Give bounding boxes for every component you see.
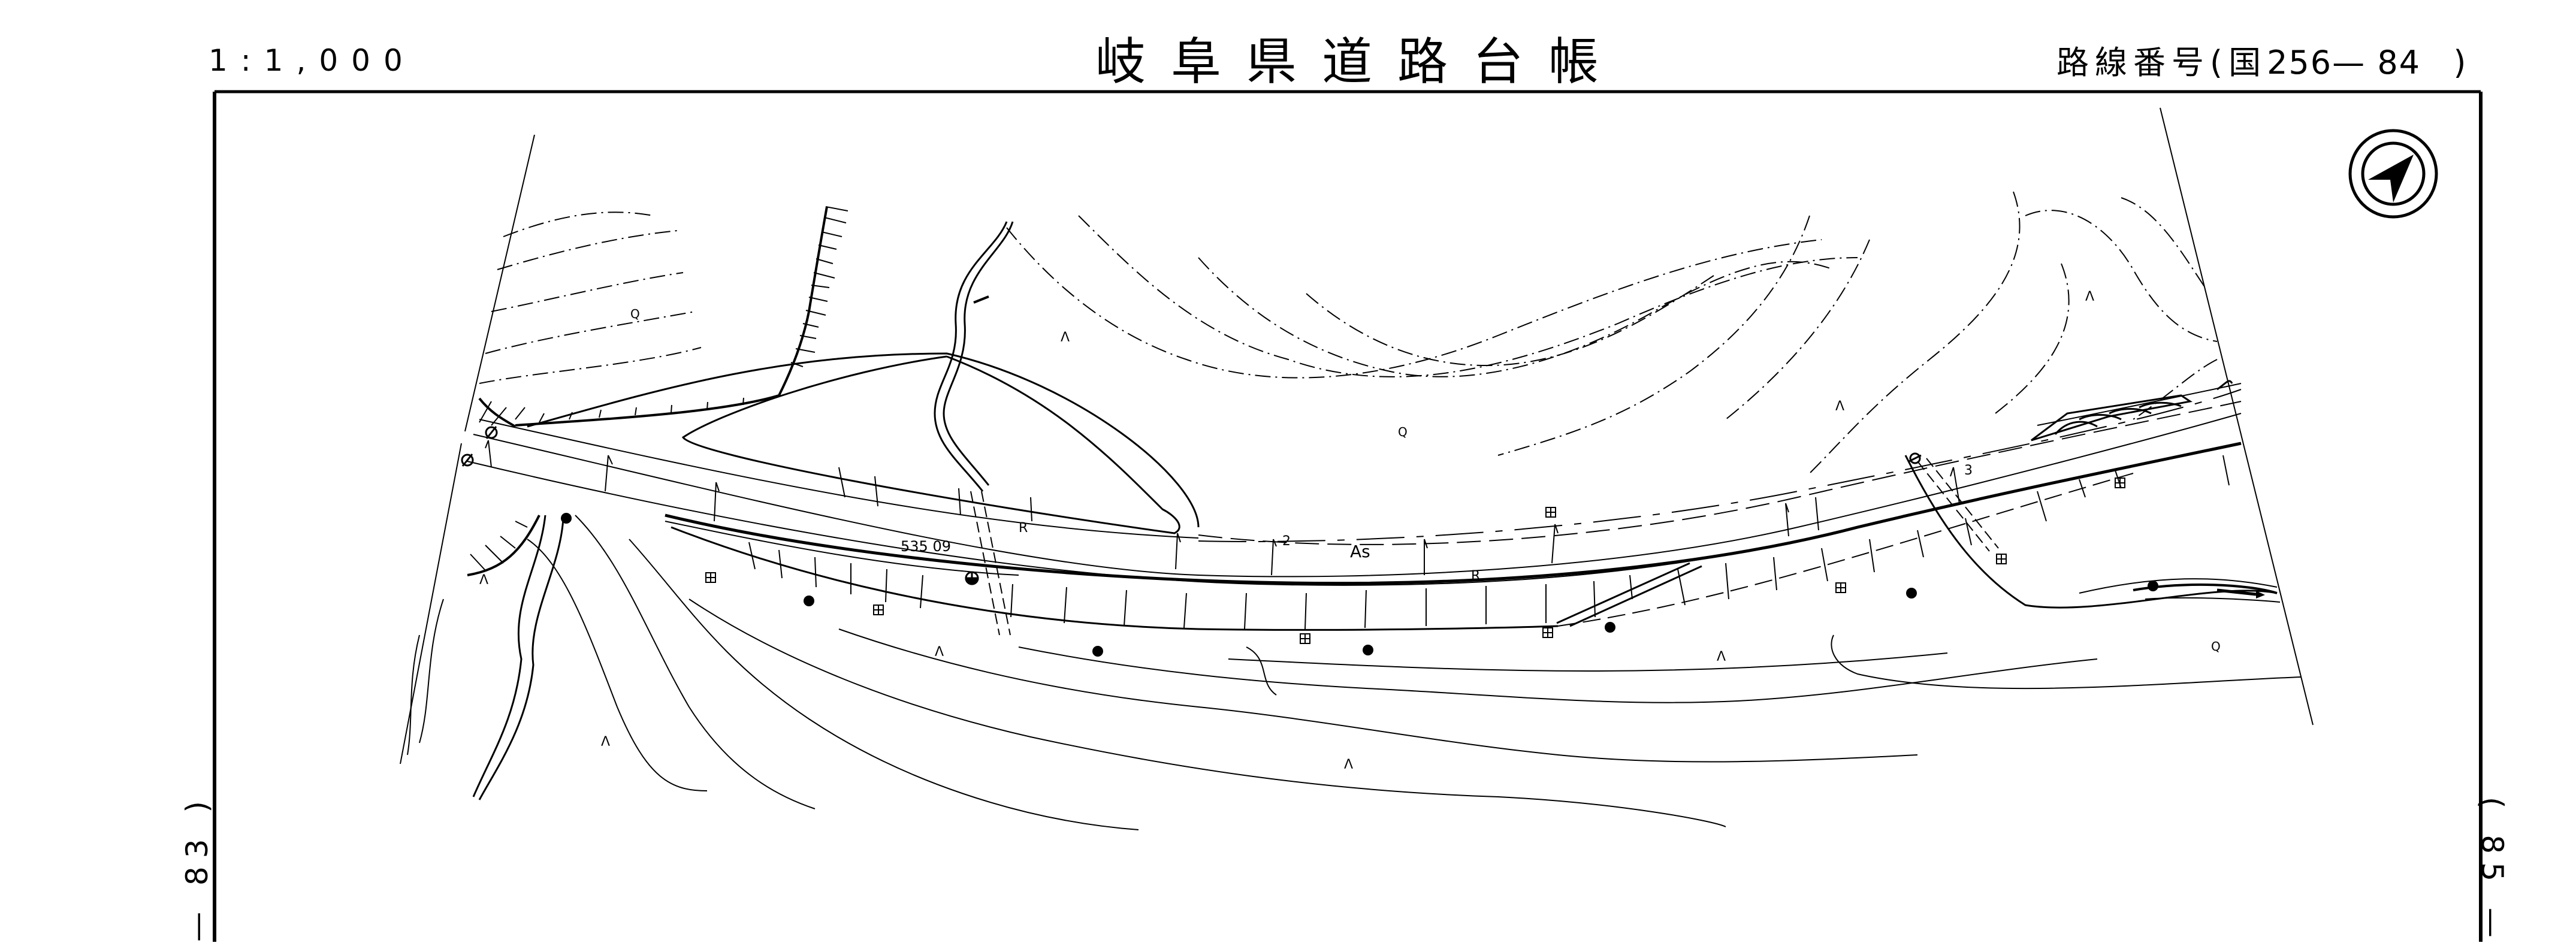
sheet-title: 岐阜県道路台帳 — [1095, 32, 1624, 91]
width-label: 3 — [1964, 463, 1973, 478]
route-close-paren: ) — [2421, 44, 2472, 81]
survey-point — [1605, 622, 1615, 633]
boundary-marker — [2115, 477, 2125, 488]
conifer-tree-symbol: Λ — [1061, 330, 1070, 345]
map-scale: 1:1,000 — [209, 43, 416, 78]
utility-pole-icon — [485, 426, 498, 439]
boundary-marker — [1545, 507, 1556, 518]
conifer-tree-symbol: Λ — [601, 735, 610, 749]
cliff-hachure — [467, 206, 828, 576]
route-label: 路線番号 — [2056, 44, 2210, 81]
boundary-marker — [1542, 627, 1553, 638]
manhole-icon — [965, 571, 979, 585]
route-open-paren: ( — [2210, 44, 2229, 81]
survey-point — [1363, 645, 1373, 655]
survey-points — [561, 513, 2158, 657]
station-label: 535 09 — [901, 538, 951, 555]
boundary-marker — [705, 572, 716, 583]
boundary-marker — [873, 605, 884, 615]
conifer-tree-symbol: Λ — [1344, 757, 1353, 772]
conifer-tree-symbol: Λ — [479, 573, 488, 588]
ramp — [1556, 455, 2278, 627]
sheet-frame — [213, 90, 2483, 942]
conifer-tree-symbol: Λ — [2085, 289, 2094, 304]
broadleaf-tree-symbol: Q — [2211, 639, 2221, 654]
retaining-wall-label: R — [1019, 521, 1028, 536]
utility-pole-icon — [461, 454, 474, 467]
survey-point — [1092, 646, 1103, 657]
utility-pole-icon — [1908, 452, 1922, 464]
conifer-tree-symbol: Λ — [935, 645, 944, 660]
stream — [472, 515, 564, 800]
broadleaf-tree-symbol: Q — [630, 307, 640, 321]
culvert — [970, 458, 1999, 636]
retaining-wall-label: R — [1471, 569, 1480, 584]
conifer-tree-symbol: Λ — [1835, 399, 1844, 414]
pavement-type-label: As — [1350, 542, 1370, 561]
road-edges — [467, 383, 2242, 586]
survey-point — [804, 596, 814, 606]
map-labels: 535 09 As R R R 2 3 Q Q Q Λ Λ Λ Λ Λ Λ Λ … — [479, 289, 2221, 772]
side-road — [527, 221, 1200, 534]
survey-point — [1906, 588, 1917, 599]
route-prefix: 国 — [2228, 44, 2267, 81]
dimension-arrows — [485, 440, 1960, 576]
survey-point — [2148, 581, 2158, 591]
north-arrow-icon — [2348, 129, 2438, 219]
boundary-marker — [1300, 633, 1310, 644]
stone-wall-hatch — [2031, 380, 2233, 442]
boundary-marker — [1835, 582, 1846, 593]
boundary-markers — [705, 477, 2125, 644]
conifer-tree-symbol: Λ — [1717, 649, 1726, 664]
route-number-value: 256— 84 — [2267, 44, 2421, 81]
contour-lines-lower — [407, 515, 2302, 830]
broadleaf-tree-symbol: Q — [1398, 425, 1408, 439]
boundary-marker — [1996, 554, 2007, 564]
contour-lines — [479, 191, 2218, 474]
cliff-ticks — [470, 206, 848, 571]
width-label: 2 — [1282, 534, 1291, 549]
utility-poles — [461, 426, 1922, 585]
route-number: 路線番号(国256— 84 ) — [2056, 36, 2472, 83]
survey-point — [561, 513, 572, 524]
